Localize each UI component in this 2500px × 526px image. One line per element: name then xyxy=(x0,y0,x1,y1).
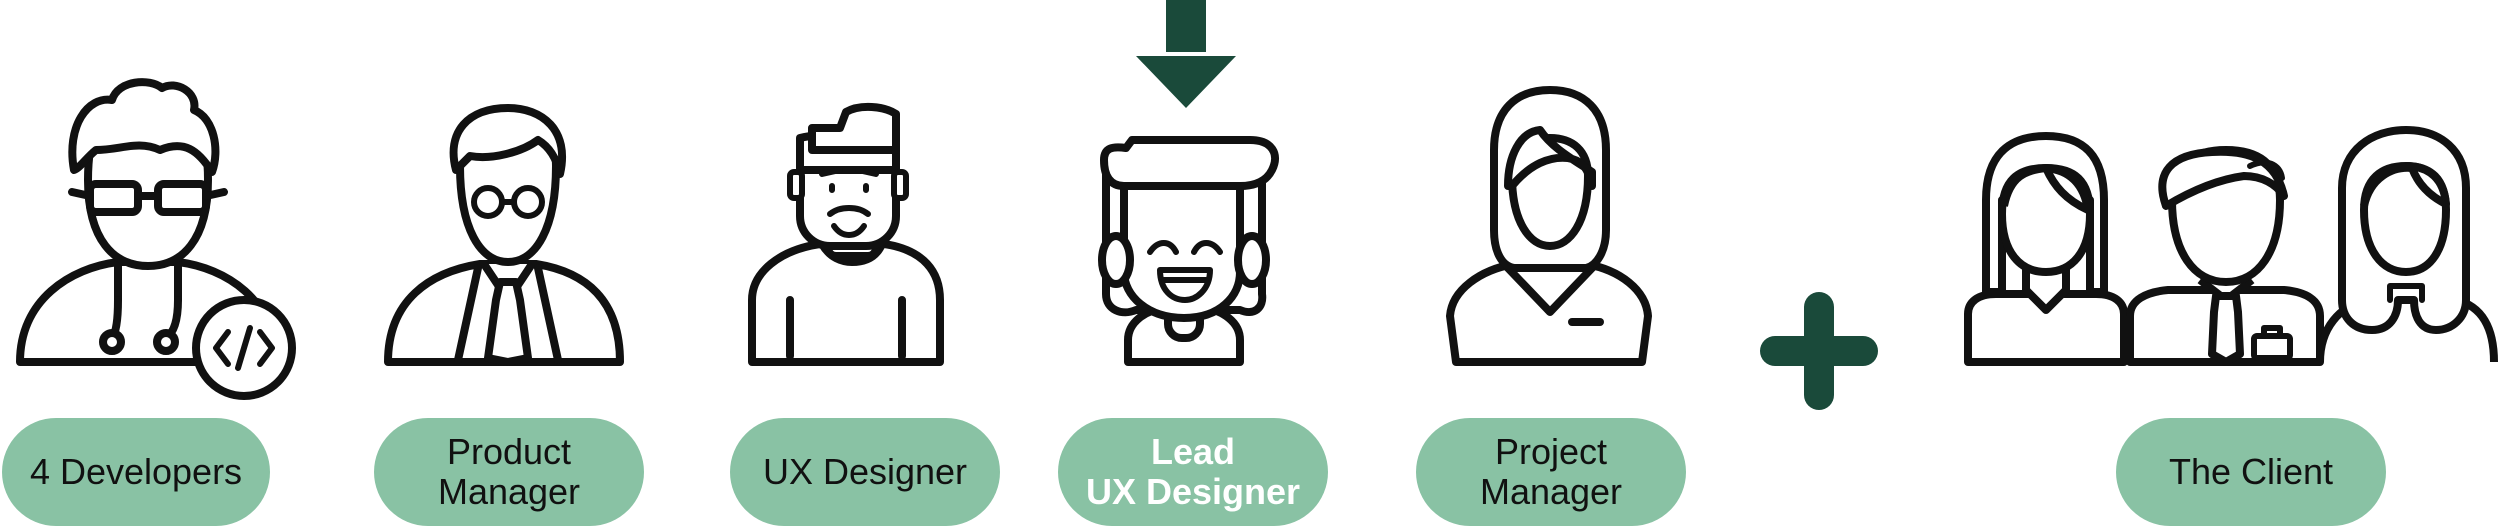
role-label-ux-designer: UX Designer xyxy=(730,418,1000,526)
role-label-project-manager: Project Manager xyxy=(1416,418,1686,526)
role-label-developers: 4 Developers xyxy=(2,418,270,526)
product-manager-icon xyxy=(384,104,624,366)
lead-ux-designer-icon xyxy=(1098,136,1279,366)
role-label-text: UX Designer xyxy=(1085,471,1301,512)
role-label-text: Lead xyxy=(1150,431,1235,472)
role-label-text: The Client xyxy=(2168,451,2334,492)
developer-icon xyxy=(16,78,296,400)
role-label-lead-ux-designer: Lead UX Designer xyxy=(1058,418,1328,526)
role-label-text: UX Designer xyxy=(762,451,968,492)
plus-icon xyxy=(1760,292,1878,410)
role-label-product-manager: Product Manager xyxy=(374,418,644,526)
down-arrow-icon xyxy=(1136,0,1236,108)
ux-designer-icon xyxy=(748,103,944,366)
project-manager-icon xyxy=(1446,86,1652,366)
role-label-text: 4 Developers xyxy=(29,451,243,492)
role-label-text: Project xyxy=(1494,431,1608,472)
role-label-text: Manager xyxy=(437,471,581,512)
client-group-icon xyxy=(1964,126,2498,366)
role-label-text: Product xyxy=(446,431,572,472)
role-label-text: Manager xyxy=(1479,471,1623,512)
role-label-client: The Client xyxy=(2116,418,2386,526)
